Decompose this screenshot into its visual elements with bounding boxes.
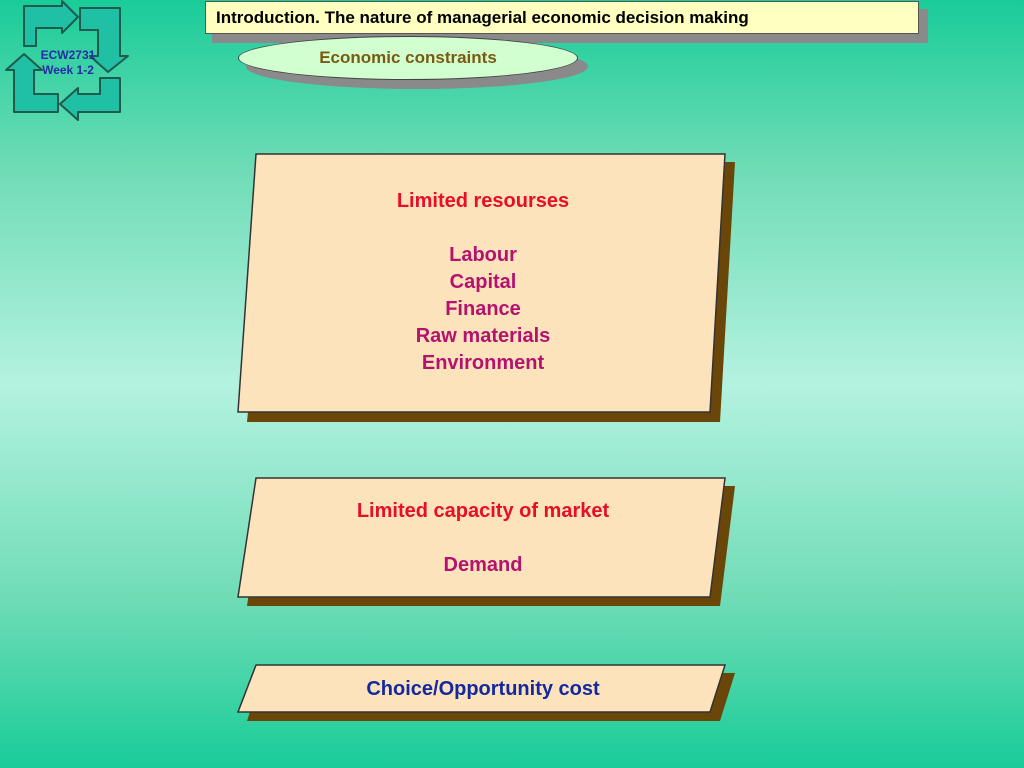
course-logo: ECW2731 Week 1-2 — [2, 0, 130, 125]
resource-item: Labour — [449, 244, 517, 266]
slide-subtitle: Economic constraints — [238, 36, 578, 80]
recycle-arrows-icon — [5, 0, 129, 121]
resource-item: Capital — [449, 271, 517, 293]
resource-item: Environment — [421, 352, 545, 374]
panel-market-heading: Limited capacity of market — [356, 500, 610, 522]
panel-market: Limited capacity of market Demand — [300, 498, 666, 579]
market-item: Demand — [443, 554, 523, 576]
resource-item: Finance — [445, 298, 521, 320]
panel-resources: Limited resourses Labour Capital Finance… — [300, 188, 666, 377]
panel-choice-heading: Choice/Opportunity cost — [366, 678, 600, 700]
panel-resources-heading: Limited resourses — [396, 190, 570, 212]
course-code: ECW2731 — [40, 48, 96, 62]
resource-item: Raw materials — [415, 325, 551, 347]
course-week: Week 1-2 — [42, 63, 94, 77]
slide-title: Introduction. The nature of managerial e… — [205, 1, 919, 34]
